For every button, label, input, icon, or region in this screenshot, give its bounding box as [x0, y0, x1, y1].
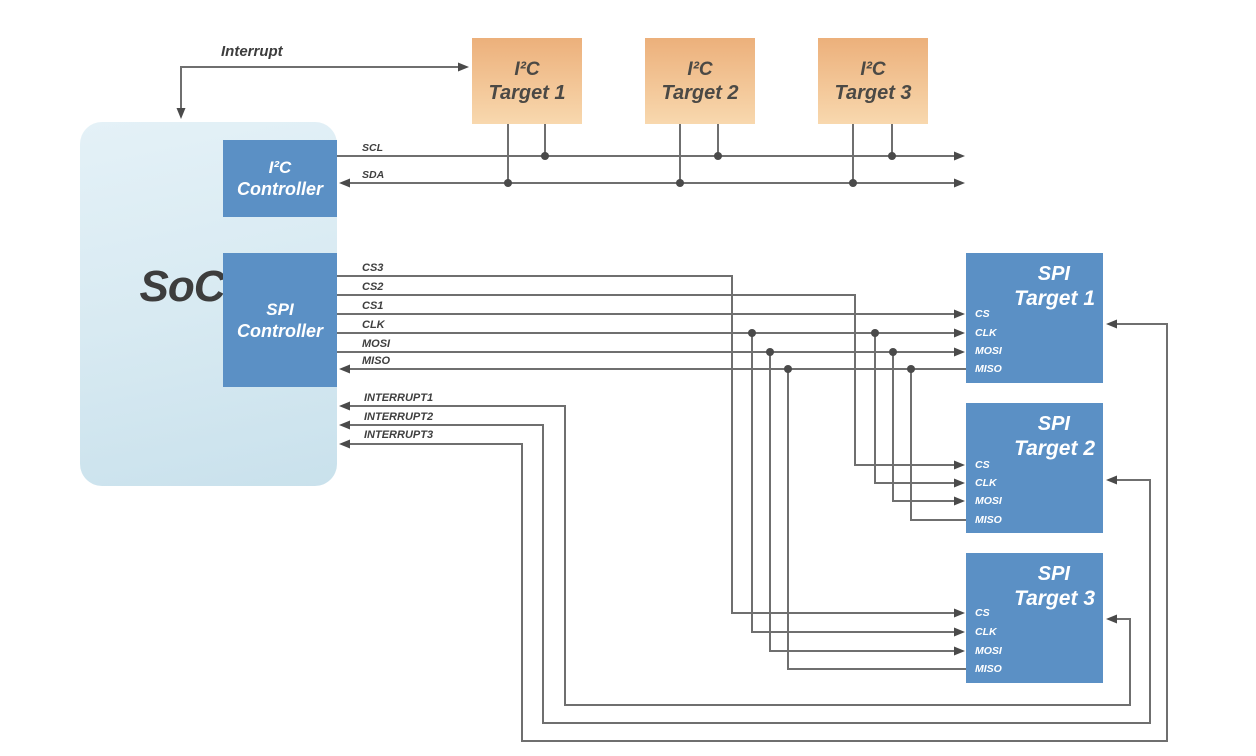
cs2-wire-label: CS2 [362, 281, 384, 293]
interrupt3-wire-label: INTERRUPT3 [364, 429, 434, 441]
wire-cs2 [337, 294, 965, 470]
wire-miso [339, 364, 967, 670]
spi-target-2-pin-cs: CS [975, 459, 990, 471]
i2c-target-3-block: I²C Target 3 [818, 38, 928, 124]
i2c-target-1-title: I²C [514, 58, 540, 80]
cs1-wire-label: CS1 [362, 300, 384, 312]
spi-controller-subtitle: Controller [236, 320, 323, 341]
spi-target-1-pin-mosi: MOSI [975, 345, 1002, 357]
interrupt2-wire-label: INTERRUPT2 [364, 411, 434, 423]
spi-target-2-pin-clk: CLK [975, 477, 997, 489]
i2c-controller-subtitle: Controller [236, 179, 323, 199]
wire-interrupt1 [339, 401, 1131, 706]
wire-sda [339, 178, 965, 188]
wire-cs3 [337, 275, 965, 618]
spi-target-3-pin-mosi: MOSI [975, 645, 1002, 657]
spi-target-3-pin-miso: MISO [975, 663, 1002, 675]
spi-target-1-pin-clk: CLK [975, 327, 997, 339]
mosi-wire-label: MOSI [362, 338, 391, 350]
spi-target-2-block: SPI Target 2 CS CLK MOSI MISO [966, 403, 1103, 533]
spi-target-3-title: SPI Target 3 [1014, 563, 1095, 610]
i2c-controller-title: I²C [268, 158, 292, 177]
spi-target-2-title: SPI Target 2 [1014, 413, 1095, 460]
i2c-target-3-title: I²C [860, 58, 886, 80]
spi-target-3-pin-clk: CLK [975, 626, 997, 638]
wire-scl [337, 151, 965, 161]
spi-target-2-pin-miso: MISO [975, 514, 1002, 526]
soc-label: SoC [139, 262, 226, 311]
wire-interrupt3 [339, 319, 1168, 742]
interrupt-wire-label: Interrupt [221, 43, 283, 60]
spi-target-1-block: SPI Target 1 CS CLK MOSI MISO [966, 253, 1103, 383]
clk-wire-label: CLK [362, 319, 385, 331]
i2c-target-2-block: I²C Target 2 [645, 38, 755, 124]
i2c-controller-block: I²C Controller [223, 140, 337, 217]
i2c-target-3-subtitle: Target 3 [834, 81, 912, 104]
wire-interrupt2 [339, 420, 1151, 724]
i2c-target-2-title: I²C [687, 58, 713, 80]
spi-target-1-title: SPI Target 1 [1014, 263, 1095, 310]
wire-mosi [337, 347, 965, 656]
spi-target-1-pin-cs: CS [975, 308, 990, 320]
spi-controller-block: SPI Controller [223, 253, 337, 387]
spi-target-3-block: SPI Target 3 CS CLK MOSI MISO [966, 553, 1103, 683]
miso-wire-label: MISO [362, 355, 391, 367]
spi-target-2-pin-mosi: MOSI [975, 495, 1002, 507]
wire-clk [337, 328, 965, 637]
wire-i2c-bus-taps [504, 124, 896, 187]
i2c-target-1-subtitle: Target 1 [488, 81, 566, 104]
spi-target-3-pin-cs: CS [975, 607, 990, 619]
i2c-target-1-block: I²C Target 1 [472, 38, 582, 124]
spi-controller-title: SPI [266, 299, 294, 319]
sda-wire-label: SDA [362, 169, 385, 181]
cs3-wire-label: CS3 [362, 262, 384, 274]
wire-cs1 [337, 309, 965, 319]
i2c-target-2-subtitle: Target 2 [661, 81, 739, 104]
wire-interrupt-top [176, 62, 469, 119]
spi-target-1-pin-miso: MISO [975, 363, 1002, 375]
scl-wire-label: SCL [362, 142, 383, 154]
interrupt1-wire-label: INTERRUPT1 [364, 392, 434, 404]
